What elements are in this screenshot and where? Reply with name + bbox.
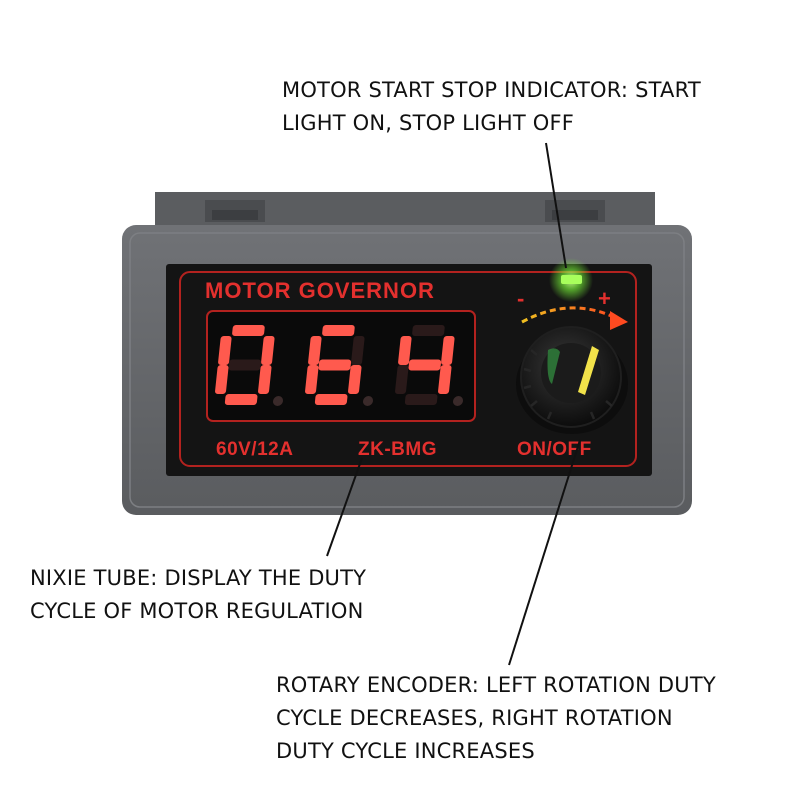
encoder-annotation-line-2: CYCLE DECREASES, RIGHT ROTATION bbox=[276, 706, 673, 730]
display-segment bbox=[218, 336, 232, 365]
display-segment bbox=[228, 359, 262, 371]
rotary-encoder-knob[interactable] bbox=[516, 326, 628, 434]
nixie-display bbox=[215, 325, 464, 406]
display-segment bbox=[398, 336, 412, 365]
display-digit bbox=[395, 325, 464, 406]
display-digit bbox=[215, 325, 284, 406]
rotation-arc bbox=[521, 306, 617, 324]
display-decimal-point bbox=[272, 396, 284, 406]
indicator-leader-line bbox=[545, 142, 567, 269]
model-label: ZK-BMG bbox=[358, 439, 437, 460]
display-segment bbox=[404, 394, 438, 405]
display-segment bbox=[408, 359, 442, 371]
indicator-annotation: MOTOR START STOP INDICATOR: START LIGHT … bbox=[282, 74, 701, 140]
knob-reflection bbox=[547, 348, 560, 384]
rating-label: 60V/12A bbox=[216, 439, 293, 460]
status-indicator-led bbox=[561, 275, 582, 284]
display-segment bbox=[314, 394, 348, 405]
indicator-annotation-line-1: MOTOR START STOP INDICATOR: START bbox=[282, 78, 701, 102]
display-segment bbox=[348, 365, 362, 394]
nixie-annotation-line-2: CYCLE OF MOTOR REGULATION bbox=[30, 599, 364, 623]
display-segment bbox=[258, 365, 272, 394]
display-segment bbox=[215, 365, 229, 394]
display-segment bbox=[305, 365, 319, 394]
brand-label: MOTOR GOVERNOR bbox=[205, 278, 435, 303]
display-segment bbox=[438, 365, 452, 394]
switch-label: ON/OFF bbox=[517, 439, 592, 460]
display-segment bbox=[441, 336, 455, 365]
knob-pointer-icon bbox=[578, 346, 599, 395]
display-segment bbox=[224, 394, 258, 405]
display-segment bbox=[322, 325, 355, 336]
encoder-annotation: ROTARY ENCODER: LEFT ROTATION DUTY CYCLE… bbox=[276, 669, 716, 768]
display-segment bbox=[232, 325, 265, 336]
plus-sign: + bbox=[598, 286, 612, 311]
minus-sign: - bbox=[517, 286, 525, 311]
display-segment bbox=[351, 336, 365, 365]
encoder-annotation-line-1: ROTARY ENCODER: LEFT ROTATION DUTY bbox=[276, 673, 716, 697]
display-segment bbox=[318, 359, 352, 371]
encoder-leader-line bbox=[508, 439, 581, 666]
display-segment bbox=[261, 336, 275, 365]
nixie-annotation-line-1: NIXIE TUBE: DISPLAY THE DUTY bbox=[30, 566, 367, 590]
display-decimal-point bbox=[452, 396, 464, 406]
display-segment bbox=[395, 365, 409, 394]
display-segment bbox=[308, 336, 322, 365]
encoder-annotation-line-3: DUTY CYCLE INCREASES bbox=[276, 739, 535, 763]
display-digit bbox=[305, 325, 374, 406]
display-decimal-point bbox=[362, 396, 374, 406]
rotation-arrow-icon bbox=[610, 311, 628, 330]
nixie-leader-line bbox=[326, 457, 363, 557]
nixie-annotation: NIXIE TUBE: DISPLAY THE DUTY CYCLE OF MO… bbox=[30, 562, 366, 628]
panel-red-border bbox=[179, 271, 637, 467]
display-segment bbox=[412, 325, 445, 336]
indicator-annotation-line-2: LIGHT ON, STOP LIGHT OFF bbox=[282, 111, 575, 135]
